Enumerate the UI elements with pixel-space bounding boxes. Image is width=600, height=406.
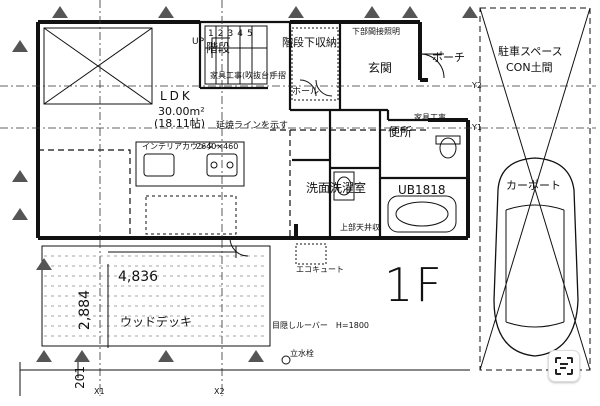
parking-space-label: 駐車スペース	[498, 45, 563, 58]
room-porch-label: ポーチ	[432, 51, 465, 64]
kitchen-counter-note: インテリアカウンター	[142, 142, 222, 151]
handrail-note: 手摺	[270, 71, 286, 80]
kitchen-counter-size: 2640×460	[196, 142, 239, 151]
room-washroom-label: 洗面洗濯室	[306, 181, 367, 195]
scan-icon[interactable]	[548, 350, 580, 382]
eco-cute-note: エコキュート	[296, 265, 344, 274]
fire-line-note: 延焼ラインを示す	[216, 121, 289, 131]
washroom-ceiling-note: 上部天井収	[340, 223, 380, 232]
bottom-dimension: 201	[73, 366, 87, 389]
grid-label-x1: X1	[94, 387, 105, 396]
furniture-note-2: 家具工事	[414, 113, 446, 122]
room-ldk-label: LDK	[160, 89, 193, 103]
deck-depth-dimension: 2,884	[77, 290, 93, 331]
room-entrance-label: 玄関	[368, 61, 393, 75]
grid-label-y1: Y1	[472, 123, 482, 132]
room-hall-label: ホール	[292, 87, 320, 97]
room-bath-label: UB1818	[398, 183, 446, 197]
grid-label-x2: X2	[214, 387, 225, 396]
room-under-stair-storage-label: 階段下収納	[282, 36, 337, 49]
stair-numbers: 12345	[208, 29, 257, 39]
room-deck-label: ウッドデッキ	[120, 315, 193, 329]
deck-width-dimension: 4,836	[118, 269, 159, 285]
floor-label: 1F	[384, 258, 444, 312]
scan-icon-glyph	[555, 357, 573, 375]
ldk-tatami: (18.11帖)	[154, 117, 206, 130]
carport-label: カーポート	[506, 179, 561, 192]
room-stairs-label: 階段	[206, 41, 231, 55]
up-arrow-label: UP	[192, 37, 205, 47]
shoe-storage-note: 下部間接照明	[352, 27, 400, 36]
faucet-note: 立水栓	[290, 349, 314, 358]
parking-floor-label: CON土間	[506, 61, 553, 74]
eye-level-louver-note: 目隠しルーバー H=1800	[272, 321, 369, 330]
grid-label-y2: Y2	[472, 81, 482, 90]
ldk-area: 30.00m²	[158, 105, 205, 118]
room-toilet-label: 便所	[388, 125, 413, 139]
furniture-note-1: 家具工事(吹抜台)	[210, 71, 273, 80]
